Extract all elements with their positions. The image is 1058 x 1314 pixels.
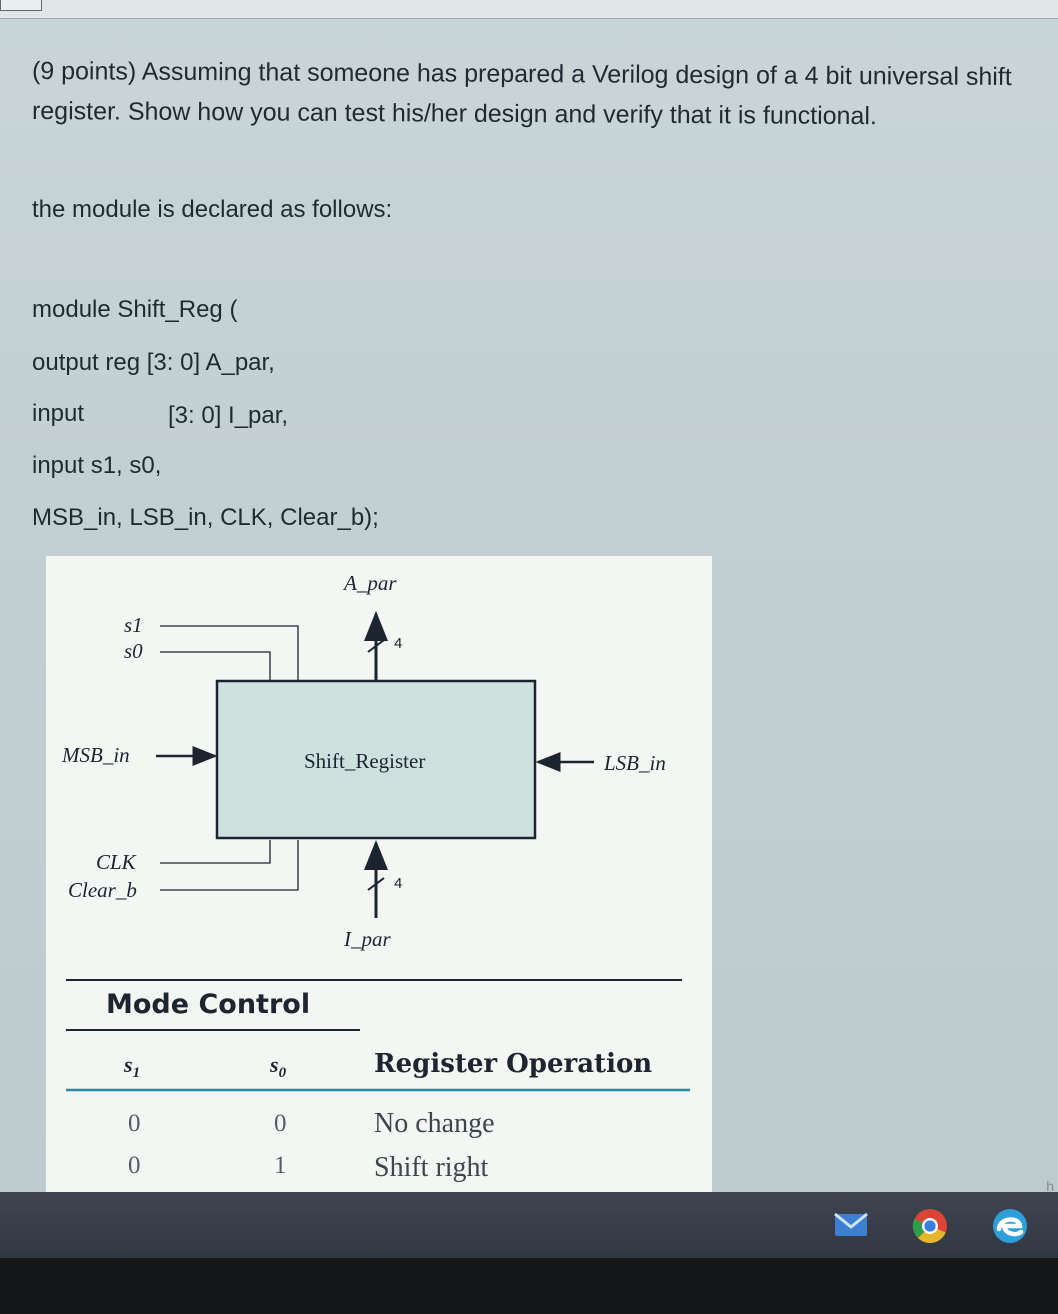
document-view: (9 points) Assuming that someone has pre… <box>0 0 1058 1192</box>
s0-wire <box>160 651 271 681</box>
mode-control-title: Mode Control <box>106 989 310 1020</box>
code-line-module: module Shift_Reg ( <box>32 296 238 323</box>
question-line-1: (9 points) Assuming that someone has pre… <box>31 57 1012 91</box>
textbook-figure: A_par 4 s1 s0 Shift_Register MSB_in LSB_… <box>46 556 712 1192</box>
clk-wire <box>160 840 271 864</box>
code-line-output: output reg [3: 0] A_par, <box>32 349 275 376</box>
clear-b-wire <box>160 840 299 891</box>
edge-icon[interactable] <box>990 1206 1028 1244</box>
col-s1-header: s1 <box>123 1052 140 1081</box>
col-s0-header: s0 <box>269 1052 287 1081</box>
monitor-bezel <box>0 1258 1058 1314</box>
row2-operation: Shift right <box>374 1152 489 1183</box>
row1-operation: No change <box>374 1108 495 1139</box>
row2-s1: 0 <box>128 1152 141 1179</box>
row1-s0: 0 <box>274 1110 287 1137</box>
s1-wire <box>160 625 299 681</box>
lsb-in-label: LSB_in <box>603 751 666 775</box>
a-par-label: A_par <box>342 571 397 595</box>
clk-label: CLK <box>96 850 137 874</box>
taskbar: h <box>0 1178 1058 1258</box>
code-line-input-bus: [3: 0] I_par, <box>168 402 289 429</box>
clear-b-label: Clear_b <box>68 878 137 902</box>
a-par-width: 4 <box>394 635 402 652</box>
s1-label: s1 <box>124 613 143 637</box>
a-par-bus-slash <box>367 639 385 653</box>
i-par-label: I_par <box>343 927 391 951</box>
i-par-bus-slash <box>367 877 385 891</box>
s0-label: s0 <box>124 639 143 663</box>
mail-icon[interactable] <box>832 1206 870 1244</box>
intro-text: the module is declared as follows: <box>32 196 393 223</box>
row2-s0: 1 <box>274 1152 287 1179</box>
code-line-select-inputs: input s1, s0, <box>32 452 162 479</box>
code-line-other-inputs: MSB_in, LSB_in, CLK, Clear_b); <box>32 504 379 531</box>
block-label: Shift_Register <box>304 749 425 773</box>
col-op-header: Register Operation <box>374 1049 652 1079</box>
chrome-icon[interactable] <box>910 1206 948 1244</box>
i-par-width: 4 <box>394 875 402 892</box>
code-line-input-keyword: input <box>32 400 85 427</box>
edge-hint-text: h <box>1046 1178 1054 1194</box>
question-line-2: register. Show how you can test his/her … <box>31 97 877 131</box>
shift-register-diagram: A_par 4 s1 s0 Shift_Register MSB_in LSB_… <box>61 571 690 1183</box>
msb-in-label: MSB_in <box>61 743 130 767</box>
window-tab-stub <box>0 0 42 11</box>
window-top-edge <box>0 0 1058 19</box>
row1-s1: 0 <box>128 1110 141 1137</box>
